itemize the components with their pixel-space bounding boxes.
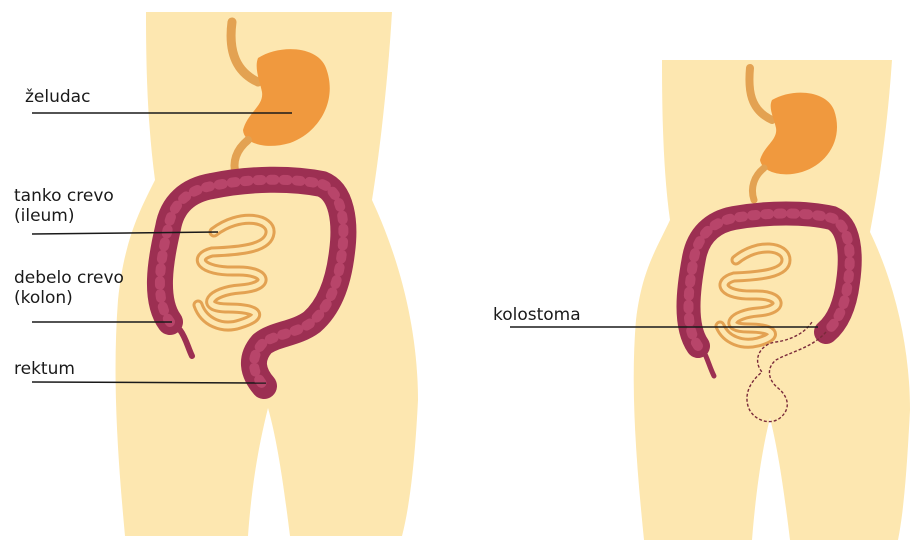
small-intestine-label-line1: tanko crevo <box>14 186 114 206</box>
small-intestine-label: tanko crevo (ileum) <box>14 186 114 226</box>
leader-rectum <box>32 382 266 383</box>
colostomy-label-text: kolostoma <box>493 305 581 325</box>
rectum-label: rektum <box>14 359 75 379</box>
colostomy-label: kolostoma <box>493 305 581 325</box>
large-intestine-label-line2: (kolon) <box>14 288 124 308</box>
stomach-label: želudac <box>25 87 90 107</box>
normal-anatomy-figure <box>116 12 418 536</box>
stomach-label-text: želudac <box>25 87 90 107</box>
large-intestine-label: debelo crevo (kolon) <box>14 268 124 308</box>
rectum-label-text: rektum <box>14 359 75 379</box>
colostomy-figure <box>634 60 910 540</box>
small-intestine-label-line2: (ileum) <box>14 206 114 226</box>
large-intestine-label-line1: debelo crevo <box>14 268 124 288</box>
